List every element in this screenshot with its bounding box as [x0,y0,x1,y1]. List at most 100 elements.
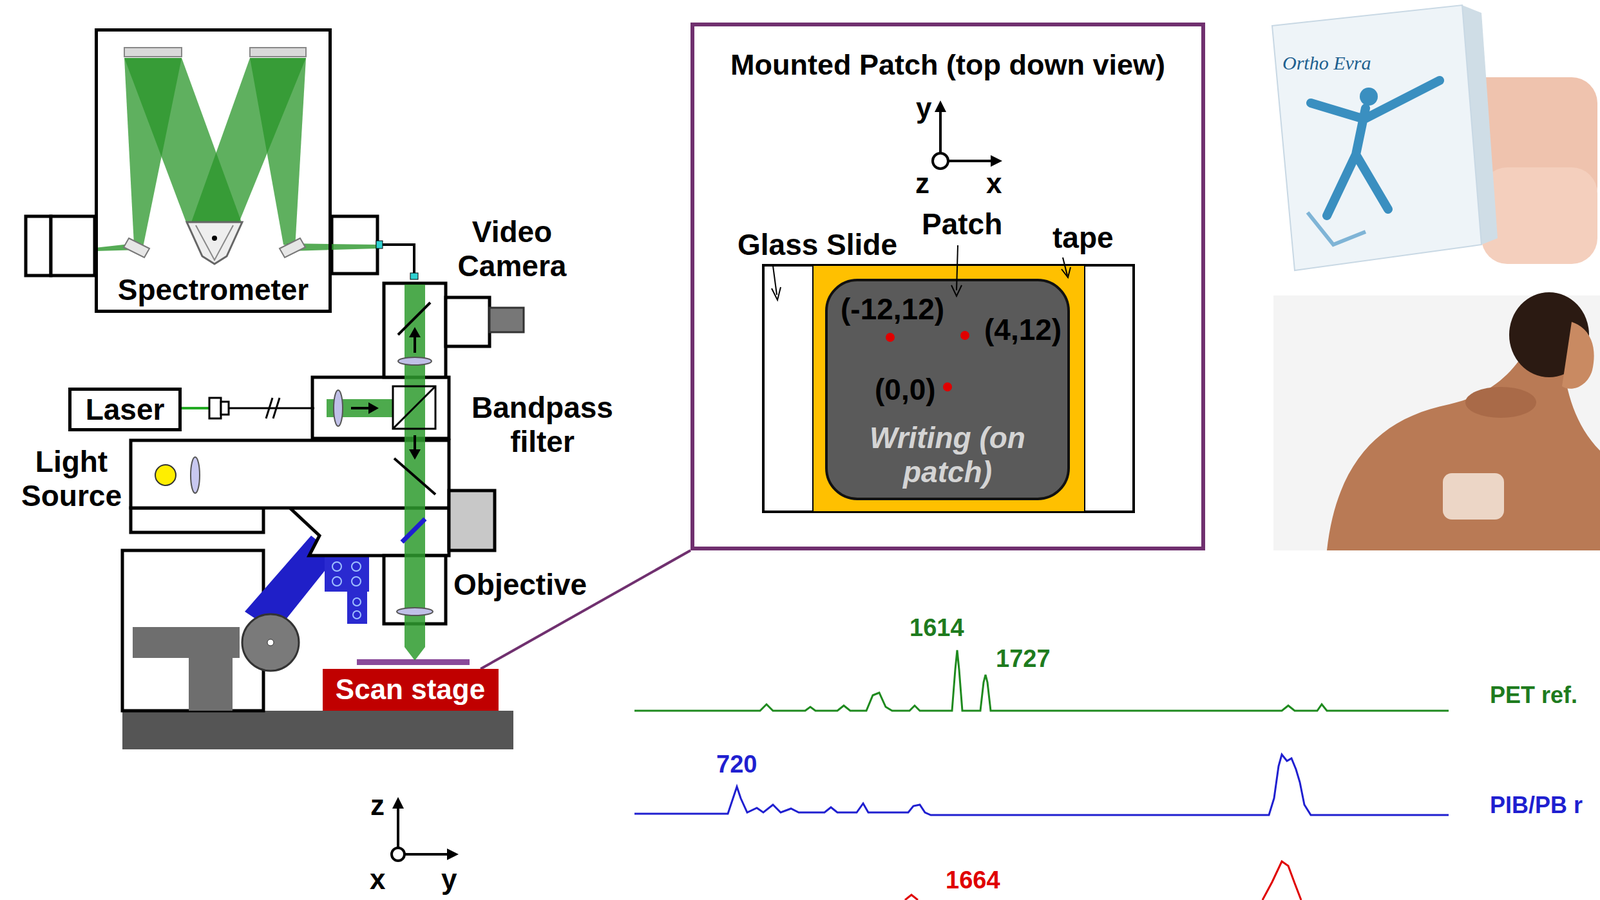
component-label: Light Source [10,445,133,514]
turret-hole [332,562,342,572]
mirror [123,238,150,258]
mirror [124,47,182,57]
component-label: Objective [453,568,587,603]
node-text: Writing (on patch) [850,421,1045,490]
axis-origin [932,153,949,169]
turret-hole [332,577,342,587]
sample [356,659,470,666]
fiber-break [273,398,280,419]
leader-line [956,245,958,291]
spectra [634,650,1449,900]
axis-arrow [934,100,947,113]
focus-knob-center [267,639,274,647]
dichroic [401,519,426,543]
lamp [155,465,176,486]
objective-lens [396,608,433,616]
axis-arrow [990,155,1003,167]
mirror [279,238,306,258]
axis-arrow [447,848,459,861]
base [122,711,514,750]
pvp-spectrum [904,895,918,900]
dancer [1310,80,1440,216]
lens [333,390,343,427]
turret [347,591,368,625]
focus-block [132,627,240,659]
pvp-spectrum [1262,861,1302,900]
microscope [122,283,524,750]
glass-slide [763,265,1134,513]
direction-arrow [409,449,421,460]
axis-label: x [986,167,1002,201]
box-front [1272,5,1482,271]
leader-arrow [1061,267,1071,278]
patch-sample [1481,167,1598,265]
leader-arrow [951,285,962,297]
node-text: Mounted Patch (top down view) [730,48,1166,82]
ledge [130,508,264,533]
axis-label: y [441,863,457,897]
peak-label: 1664 [945,866,1001,896]
fiber-coupler [220,401,229,415]
turret-hole [351,562,361,572]
mounted-patch-panel: Mounted Patch (top down view) Writing (on… [690,22,1206,551]
light-beam [124,57,182,248]
coordinate-label: (-12,12) [840,292,945,327]
axis-origin [391,848,405,862]
fiber-connector [410,273,419,280]
camera [445,297,490,347]
turret-hole [351,577,361,587]
mirror [249,47,306,57]
axis-label: x [369,863,386,897]
upper-body [130,440,449,509]
spectrum-label: PET ref. [1489,682,1578,709]
direction-arrow [368,402,379,415]
side-port [448,490,495,551]
grating-pivot [211,235,218,241]
laser-beam [404,284,426,648]
detector [50,216,95,276]
node-text: Scan stage [335,673,486,707]
laser-focus [404,647,426,661]
leader-arrow [771,287,781,301]
node-text: Spectrometer [117,273,310,308]
scan-stage: Scan stage [322,669,499,712]
dancer [1359,87,1378,106]
fiber-break [266,398,273,419]
peak-label: 720 [716,751,757,780]
axis-label: y [915,92,932,125]
direction-arrow [413,435,417,451]
coordinate-label: (4,12) [984,313,1062,348]
focus-block [188,658,233,712]
laser-fiber [228,407,315,410]
camera-lens [489,307,524,333]
part-label: tape [1052,220,1114,256]
lens [190,457,200,494]
brand-name: Ortho Evra [1282,52,1372,75]
spectrum-label: PIB/PB r [1489,792,1583,819]
spectrometer-box: Spectrometer [94,28,332,314]
patch-mount [763,100,1134,513]
box-graphic [1307,212,1366,245]
spectrometer-optics [25,47,378,276]
measurement-point [960,331,970,341]
patch [1442,473,1505,520]
body [122,550,264,712]
face [1561,322,1595,390]
product-photo [1272,5,1598,271]
laser-box: Laser [68,387,182,432]
part-label: Glass Slide [737,228,898,263]
axis-label: z [370,789,385,823]
turret [324,555,370,592]
direction-arrow [409,327,421,338]
axis-arrow [392,797,404,810]
mirror [394,458,436,495]
fiber-connector [376,240,383,249]
component-label: Bandpass filter [465,390,620,460]
leader-line [772,266,777,296]
grating-line [195,225,234,261]
measurement-point [942,382,953,392]
turret-hole [352,611,361,620]
